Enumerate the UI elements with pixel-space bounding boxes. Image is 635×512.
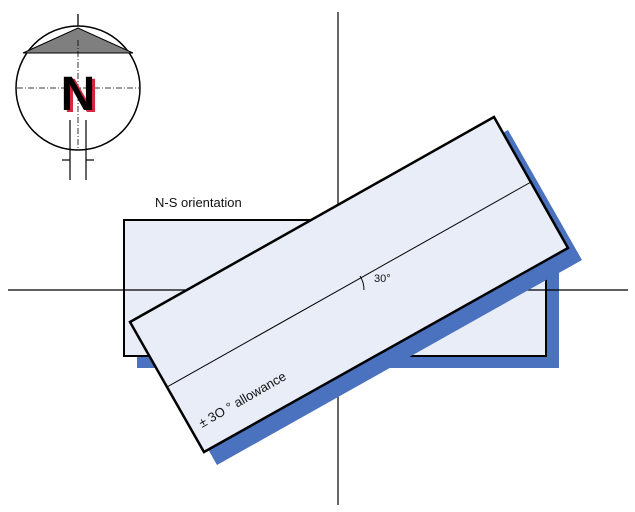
orientation-label: N-S orientation (155, 195, 242, 210)
angle-arc (359, 275, 365, 291)
compass-letter-shadow: N (64, 70, 99, 123)
angle-label: 30° (374, 273, 391, 285)
rotated-panel (128, 115, 582, 465)
north-compass-icon: N N (15, 14, 141, 180)
compass-letter: N (61, 68, 96, 121)
rotated-panel-centerline (166, 181, 532, 388)
